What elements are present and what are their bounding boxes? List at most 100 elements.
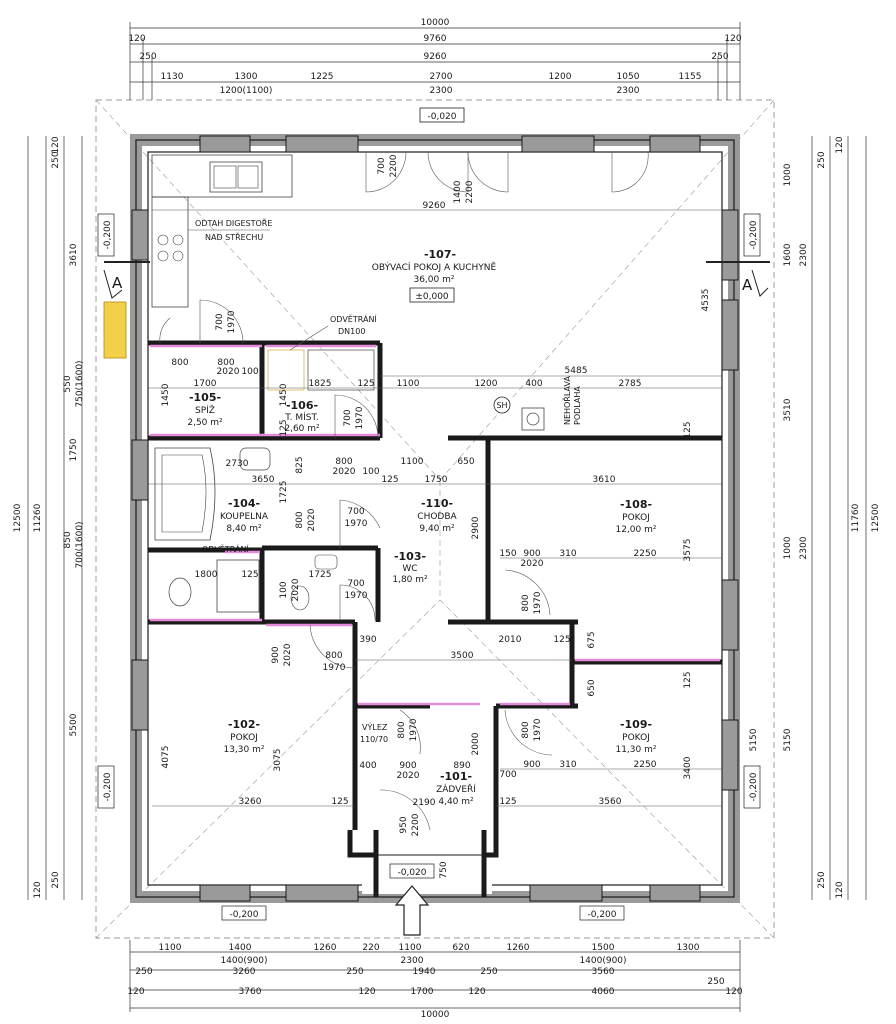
svg-text:-103-: -103- [394, 550, 426, 563]
svg-text:9,40 m²: 9,40 m² [419, 524, 455, 534]
svg-text:120: 120 [468, 987, 485, 997]
room-102-label: -102- POKOJ 13,30 m² [223, 718, 264, 755]
svg-text:950: 950 [399, 816, 409, 833]
roof-outline [95, 99, 775, 939]
svg-text:13,30 m²: 13,30 m² [223, 745, 264, 755]
svg-text:3560: 3560 [592, 967, 615, 977]
bathroom-fixtures [154, 349, 545, 613]
svg-text:A: A [742, 276, 753, 294]
svg-text:650: 650 [587, 679, 597, 696]
svg-text:5500: 5500 [69, 713, 79, 736]
svg-text:700(1600): 700(1600) [75, 521, 85, 568]
bottom-dimensions: 1100 1400 1260 220 1100 620 1260 1500 13… [127, 940, 743, 1020]
svg-text:2300: 2300 [799, 536, 809, 559]
svg-text:120: 120 [835, 136, 845, 153]
sh-symbol: SH [493, 396, 511, 414]
svg-text:POKOJ: POKOJ [622, 513, 650, 523]
room-104-label: -104- KOUPELNA 8,40 m² [220, 497, 269, 534]
svg-text:1000: 1000 [783, 163, 793, 186]
svg-text:120: 120 [358, 987, 375, 997]
svg-text:1750: 1750 [425, 475, 448, 485]
svg-text:2785: 2785 [619, 379, 642, 389]
svg-text:2900: 2900 [471, 516, 481, 539]
svg-text:800: 800 [171, 358, 188, 368]
svg-text:ZÁDVEŘÍ: ZÁDVEŘÍ [436, 783, 476, 795]
svg-text:2,60 m²: 2,60 m² [284, 424, 320, 434]
svg-text:3260: 3260 [233, 967, 256, 977]
kitchen-fixtures [103, 154, 293, 359]
svg-text:620: 620 [452, 943, 469, 953]
svg-text:WC: WC [402, 564, 417, 574]
svg-text:250: 250 [135, 967, 152, 977]
svg-text:1500: 1500 [592, 943, 615, 953]
svg-text:POKOJ: POKOJ [622, 733, 650, 743]
exterior-walls [130, 134, 740, 903]
svg-text:825: 825 [295, 456, 305, 473]
svg-text:800: 800 [325, 651, 342, 661]
svg-text:2020: 2020 [397, 771, 420, 781]
annotations: ODTAH DIGESTOŘE NAD STŘECHU ODVĚTRÁNÍ DN… [188, 218, 582, 744]
svg-text:1940: 1940 [413, 967, 436, 977]
svg-text:800: 800 [521, 594, 531, 611]
svg-text:11,30 m²: 11,30 m² [615, 745, 656, 755]
svg-text:3610: 3610 [69, 243, 79, 266]
interior-walls [148, 340, 722, 855]
section-mark-left: A [103, 261, 150, 299]
svg-text:POKOJ: POKOJ [230, 733, 258, 743]
svg-text:310: 310 [559, 549, 576, 559]
svg-text:120: 120 [33, 881, 43, 898]
svg-text:-0,200: -0,200 [103, 772, 113, 801]
svg-text:390: 390 [359, 635, 376, 645]
svg-text:SH: SH [496, 401, 507, 410]
svg-text:1725: 1725 [309, 570, 332, 580]
svg-text:1300: 1300 [677, 943, 700, 953]
svg-text:-101-: -101- [440, 770, 472, 783]
svg-text:1200(1100): 1200(1100) [220, 86, 273, 96]
svg-text:2010: 2010 [499, 635, 522, 645]
svg-text:250: 250 [817, 151, 827, 168]
svg-text:700: 700 [347, 579, 364, 589]
svg-text:4,40 m²: 4,40 m² [438, 797, 474, 807]
svg-text:SPÍŽ: SPÍŽ [195, 404, 215, 416]
svg-text:DN100: DN100 [338, 327, 365, 336]
svg-text:1155: 1155 [679, 72, 702, 82]
svg-text:250: 250 [51, 151, 61, 168]
highlight-mark [103, 301, 127, 359]
svg-text:2200: 2200 [411, 813, 421, 836]
svg-text:675: 675 [587, 631, 597, 648]
svg-text:2300: 2300 [401, 956, 424, 966]
svg-text:1200: 1200 [549, 72, 572, 82]
svg-text:120: 120 [725, 987, 742, 997]
svg-text:700: 700 [377, 157, 387, 174]
svg-text:890: 890 [453, 761, 470, 771]
svg-text:1400: 1400 [229, 943, 252, 953]
svg-text:2,50 m²: 2,50 m² [187, 418, 223, 428]
svg-text:5150: 5150 [783, 728, 793, 751]
svg-text:700: 700 [499, 770, 516, 780]
left-dimensions: 12500 11260 120 250 3610 550 750(1600) 1… [13, 136, 85, 900]
svg-text:110/70: 110/70 [360, 735, 388, 744]
svg-text:125: 125 [357, 379, 374, 389]
svg-text:1750: 1750 [69, 438, 79, 461]
svg-text:T. MÍST.: T. MÍST. [284, 411, 319, 423]
svg-text:ODTAH DIGESTOŘE: ODTAH DIGESTOŘE [195, 218, 272, 228]
svg-text:NEHOŘLAVÁ: NEHOŘLAVÁ [561, 376, 572, 425]
svg-text:550: 550 [63, 375, 73, 392]
svg-text:2700: 2700 [430, 72, 453, 82]
svg-text:700: 700 [215, 313, 225, 330]
svg-text:-105-: -105- [189, 391, 221, 404]
svg-text:2020: 2020 [333, 467, 356, 477]
svg-text:250: 250 [707, 977, 724, 987]
svg-text:-109-: -109- [620, 718, 652, 731]
svg-text:A: A [112, 274, 123, 292]
svg-text:2190: 2190 [413, 798, 436, 808]
svg-text:2300: 2300 [617, 86, 640, 96]
svg-text:1970: 1970 [345, 591, 368, 601]
svg-text:2250: 2250 [634, 549, 657, 559]
level-top: -0,020 [419, 107, 465, 123]
svg-text:-0,020: -0,020 [397, 868, 426, 878]
svg-text:1130: 1130 [161, 72, 184, 82]
svg-text:650: 650 [457, 457, 474, 467]
svg-text:120: 120 [835, 881, 845, 898]
